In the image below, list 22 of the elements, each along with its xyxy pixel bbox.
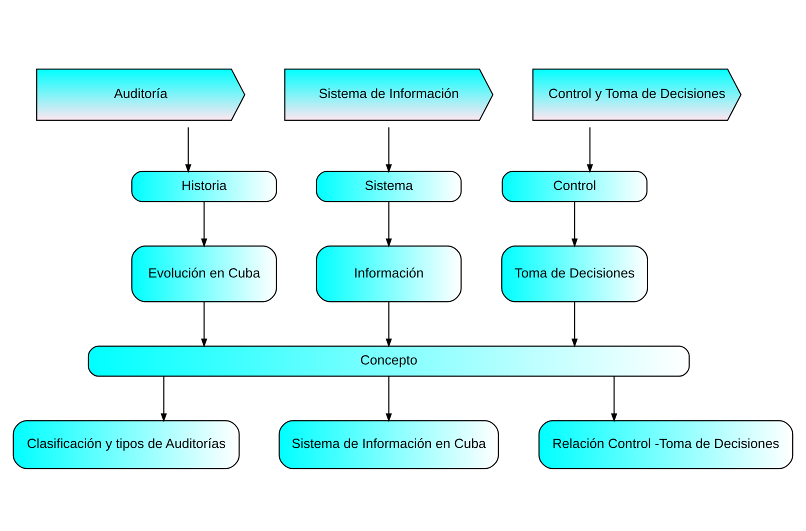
node-box: Evolución en Cuba [131,245,277,302]
arrow [201,202,208,248]
arrow [386,302,392,348]
arrow [185,127,192,174]
arrow [386,127,392,174]
arrow [201,302,208,348]
node-box: Información [316,245,462,302]
node-box: Toma de Decisiones [501,245,648,302]
arrow [611,376,618,422]
arrow [386,376,392,422]
arrow [586,127,594,174]
node-box: Relación Control -Toma de Decisiones [538,420,794,470]
node-box: Sistema [316,170,462,202]
arrow [386,202,392,248]
node-box: Historia [131,170,277,202]
arrow [160,376,167,422]
arrow [572,202,578,248]
node-box: Concepto [88,346,690,377]
node-box: Clasificación y tipos de Auditorías [12,420,240,470]
node-box: Sistema de Información en Cuba [278,420,499,470]
node-box: Control [502,170,648,202]
arrow [572,302,578,348]
